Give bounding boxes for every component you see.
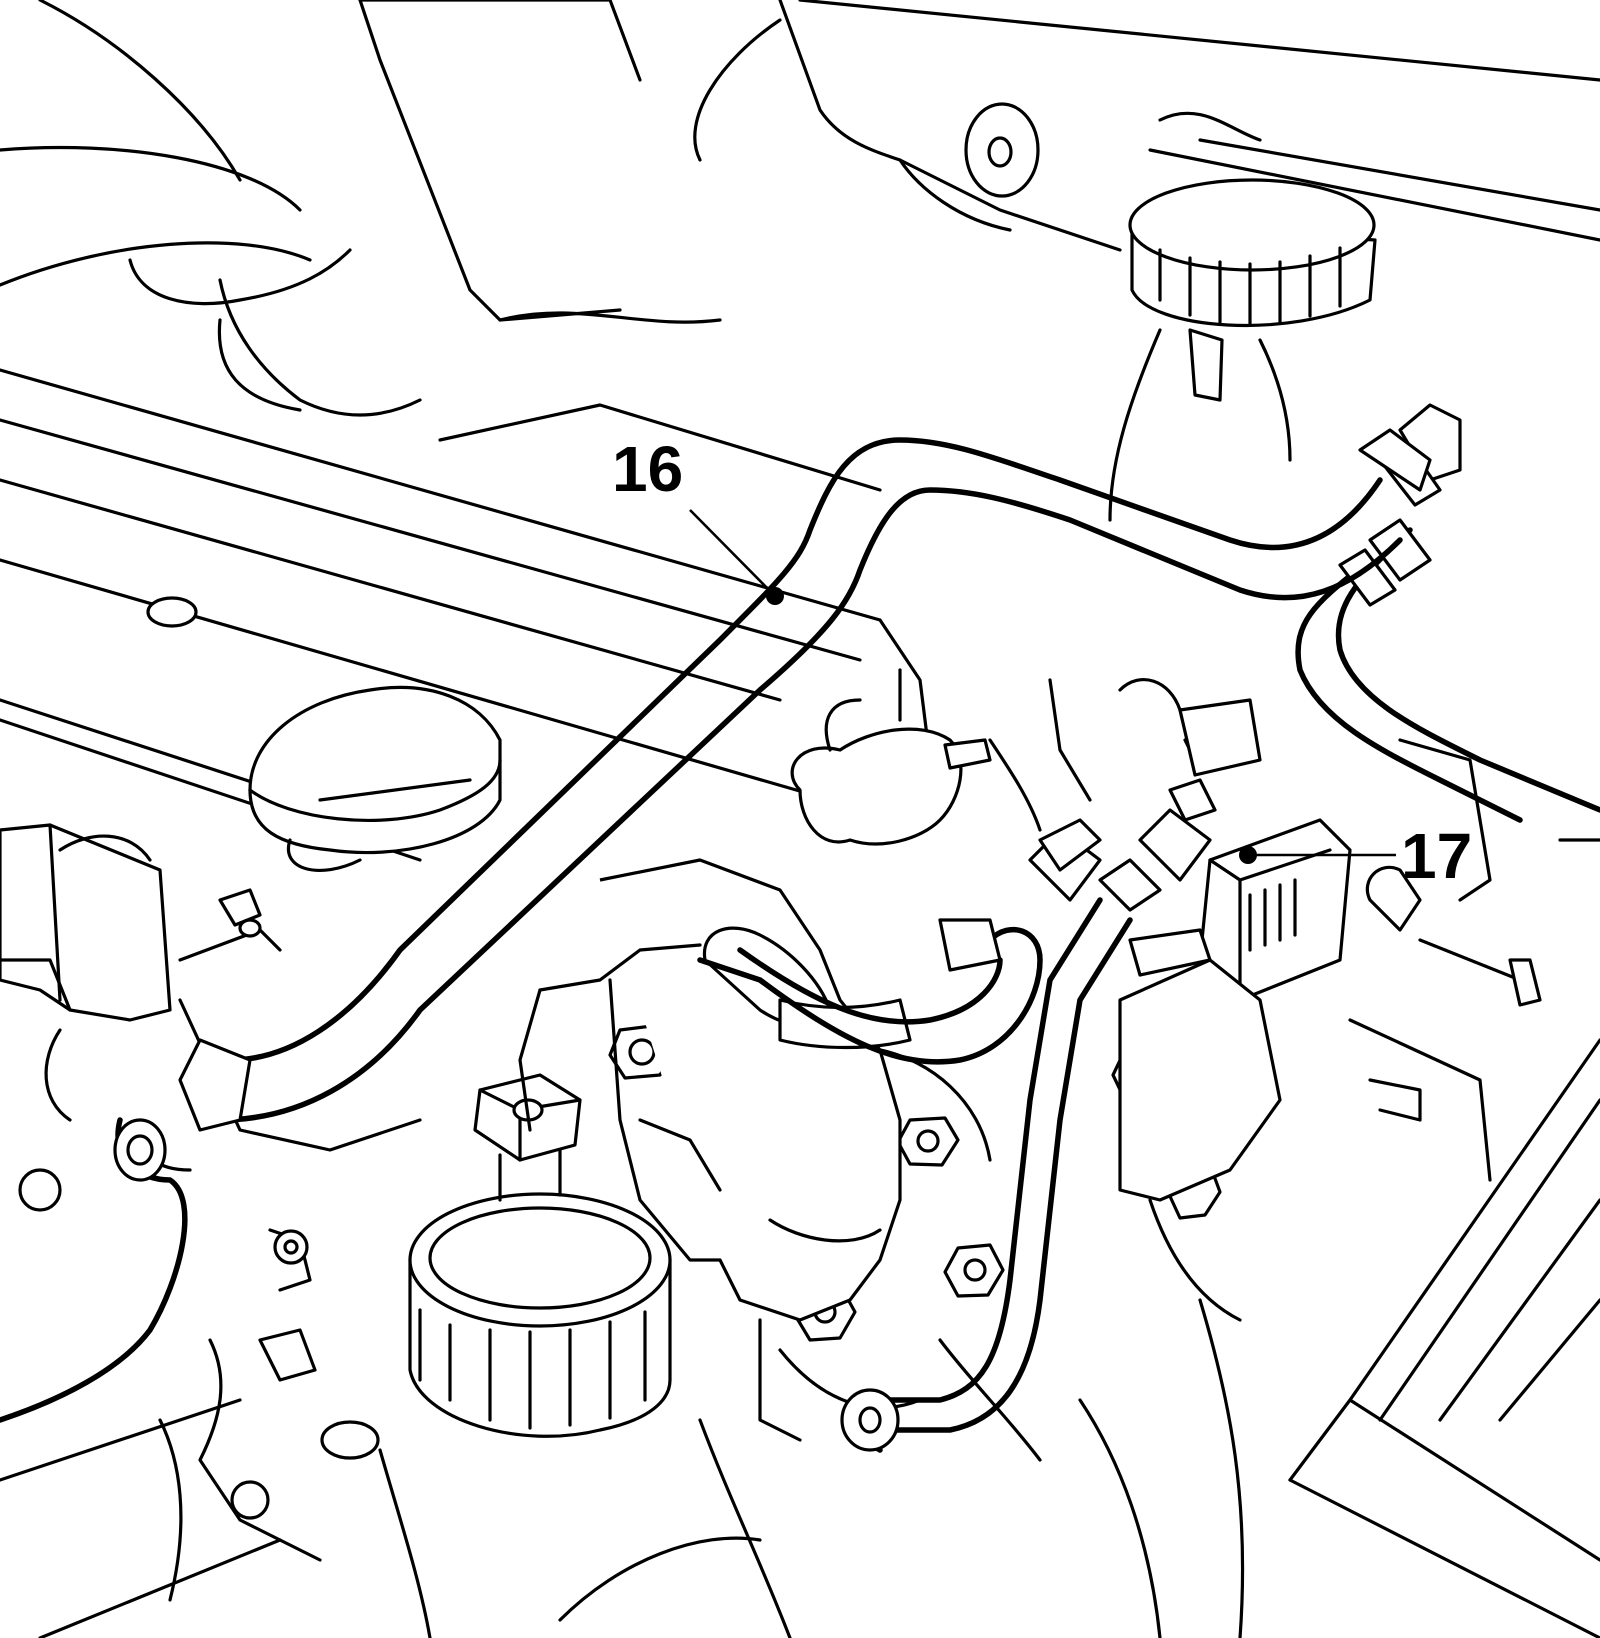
callout-17-label: 17 <box>1401 820 1472 892</box>
callout-16: 16 <box>612 433 784 605</box>
reservoir-cap <box>1108 178 1377 522</box>
ignition-coil-left <box>0 823 282 1212</box>
sensor-connector <box>702 668 992 1050</box>
body-panel <box>693 0 1600 252</box>
high-pressure-pipe <box>840 897 1133 1453</box>
callout-17: 17 <box>1239 820 1472 892</box>
union-fittings <box>988 678 1262 912</box>
lower-left-pipe <box>0 1117 192 1423</box>
central-hose <box>697 918 1043 1065</box>
fuel-hose-16 <box>178 428 1432 1132</box>
engine-block-left <box>0 998 422 1638</box>
oil-filler-cap <box>248 685 502 872</box>
hex-plug <box>473 1073 582 1202</box>
air-intake-duct <box>0 0 422 417</box>
strut-bracket <box>358 0 722 324</box>
filter-housing <box>378 1192 792 1638</box>
callout-17-dot <box>1239 846 1257 864</box>
injection-pump <box>518 858 1042 1462</box>
callout-16-leader <box>689 509 776 597</box>
thermostat-housing <box>1118 818 1352 1322</box>
callout-16-dot <box>766 587 784 605</box>
cylinder-head-cover <box>0 368 932 862</box>
callout-16-label: 16 <box>612 433 683 505</box>
